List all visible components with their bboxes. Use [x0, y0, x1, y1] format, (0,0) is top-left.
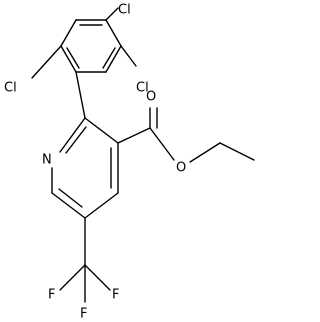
cl-atom-label: Cl [118, 3, 131, 18]
f-atom-label: F [112, 288, 119, 303]
bond [117, 127, 151, 144]
o-atom-label: O [146, 90, 156, 105]
bond [105, 45, 122, 73]
bond [149, 127, 175, 161]
molecule-canvas: Cl Cl Cl N O O F F F [4, 2, 255, 322]
cl-atom-label: Cl [4, 81, 17, 96]
bond [105, 19, 122, 47]
bond-to-f [84, 264, 111, 291]
pyridine-ring [51, 117, 119, 219]
bond [84, 117, 119, 144]
bond-to-cl [105, 7, 119, 21]
double-bond-inner [102, 47, 116, 69]
bond-to-cl [120, 45, 137, 67]
bond-to-cl [31, 45, 62, 79]
bond [84, 192, 119, 219]
structure-diagram: Cl Cl Cl N O O F F F [4, 3, 255, 322]
n-atom-label: N [42, 153, 52, 168]
bond [219, 142, 255, 161]
cl-atom-label: Cl [136, 81, 149, 96]
double-bond-inner [58, 188, 83, 208]
benzene-ring [60, 19, 122, 73]
o-atom-label: O [176, 161, 186, 176]
biaryl-bond [75, 71, 86, 119]
bond [60, 45, 77, 73]
double-bond-inner [65, 126, 87, 154]
bond [51, 192, 86, 219]
bond [59, 117, 86, 153]
bond-to-f [59, 264, 86, 291]
bond [189, 142, 221, 163]
double-bond-inner [66, 47, 80, 69]
bond [60, 19, 77, 47]
f-atom-label: F [48, 288, 55, 303]
f-atom-label: F [80, 307, 87, 322]
